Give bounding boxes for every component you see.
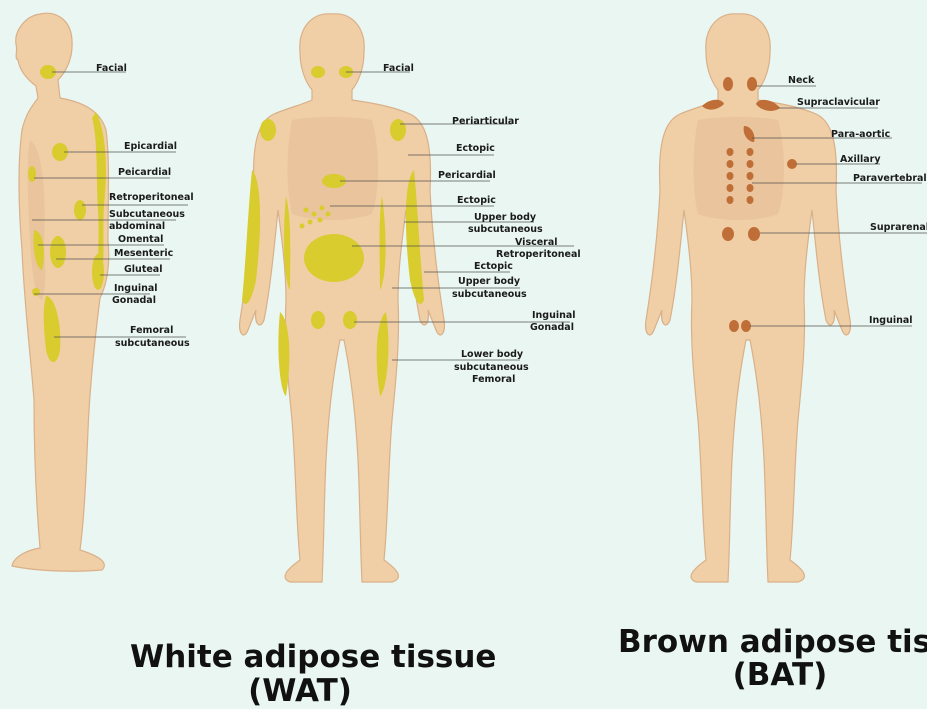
bat-fat-suprarenal-right bbox=[748, 227, 760, 241]
label-side-omental: Omental bbox=[118, 234, 163, 245]
label-side-abdominal: abdominal bbox=[109, 221, 165, 232]
label-wat-periarticular: Periarticular bbox=[452, 116, 519, 127]
label-bat-supraclavicular: Supraclavicular bbox=[797, 97, 880, 108]
label-side-inguinal: Inguinal bbox=[114, 283, 158, 294]
label-side-facial: Facial bbox=[96, 63, 127, 74]
label-side-pericardial: Peicardial bbox=[118, 167, 171, 178]
label-wat-ectopic-2: Ectopic bbox=[457, 195, 496, 206]
wat-fat-inguinal-right bbox=[343, 311, 357, 329]
bat-title-line1: Brown adipose tissu bbox=[618, 625, 927, 659]
label-bat-para-aortic: Para-aortic bbox=[831, 129, 890, 140]
label-wat-upper-body-2: Upper body bbox=[458, 276, 520, 287]
label-wat-ectopic-3: Ectopic bbox=[474, 261, 513, 272]
side-view-body bbox=[12, 13, 188, 571]
side-fat-pericardial bbox=[28, 166, 36, 182]
wat-fat-facial-left bbox=[311, 66, 325, 78]
bat-fat-neck-right bbox=[747, 77, 757, 91]
bat-fat-axillary bbox=[787, 159, 797, 169]
bat-fat-inguinal-left bbox=[729, 320, 739, 332]
wat-fat-periarticular-left bbox=[260, 119, 276, 141]
label-wat-subcutaneous-3: subcutaneous bbox=[454, 362, 529, 373]
bat-fat-inguinal-right bbox=[741, 320, 751, 332]
wat-fat-visceral bbox=[304, 234, 364, 282]
label-bat-inguinal: Inguinal bbox=[869, 315, 913, 326]
wat-title-line1: White adipose tissue bbox=[130, 640, 470, 674]
label-side-femoral-subcutaneous: subcutaneous bbox=[115, 338, 190, 349]
label-side-mesenteric: Mesenteric bbox=[114, 248, 173, 259]
label-wat-femoral: Femoral bbox=[472, 374, 515, 385]
label-side-femoral: Femoral bbox=[130, 325, 173, 336]
wat-title-line2: (WAT) bbox=[130, 674, 470, 708]
wat-fat-periarticular-right bbox=[390, 119, 406, 141]
label-side-gluteal: Gluteal bbox=[124, 264, 162, 275]
label-side-epicardial: Epicardial bbox=[124, 141, 177, 152]
label-wat-ectopic-1: Ectopic bbox=[456, 143, 495, 154]
label-wat-subcutaneous-1: subcutaneous bbox=[468, 224, 543, 235]
label-bat-paravertebral: Paravertebral bbox=[853, 173, 927, 184]
label-wat-facial: Facial bbox=[383, 63, 414, 74]
label-wat-gonadal: Gonadal bbox=[530, 322, 574, 333]
bat-fat-neck-left bbox=[723, 77, 733, 91]
label-side-subcutaneous: Subcutaneous bbox=[109, 209, 185, 220]
label-wat-visceral: Visceral bbox=[515, 237, 558, 248]
wat-torso-shade bbox=[288, 117, 379, 220]
side-fat-inguinal bbox=[32, 288, 40, 296]
label-wat-pericardial: Pericardial bbox=[438, 170, 496, 181]
label-bat-suprarenal: Suprarenal bbox=[870, 222, 927, 233]
bat-torso-shade bbox=[694, 117, 785, 220]
label-bat-neck: Neck bbox=[788, 75, 814, 86]
label-wat-lower-body: Lower body bbox=[461, 349, 523, 360]
label-side-retroperitoneal: Retroperitoneal bbox=[109, 192, 194, 203]
wat-fat-inguinal-left bbox=[311, 311, 325, 329]
label-wat-upper-body-1: Upper body bbox=[474, 212, 536, 223]
side-body-silhouette bbox=[12, 13, 109, 571]
label-wat-subcutaneous-2: subcutaneous bbox=[452, 289, 527, 300]
label-bat-axillary: Axillary bbox=[840, 154, 881, 165]
label-wat-retroperitoneal: Retroperitoneal bbox=[496, 249, 581, 260]
label-side-gonadal: Gonadal bbox=[112, 295, 156, 306]
side-fat-mesenteric bbox=[50, 236, 66, 268]
bat-front-body bbox=[646, 14, 927, 582]
bat-title-line2: (BAT) bbox=[700, 658, 860, 692]
wat-body-silhouette bbox=[240, 14, 445, 582]
label-wat-inguinal: Inguinal bbox=[532, 310, 576, 321]
side-fat-retroperitoneal bbox=[74, 200, 86, 220]
bat-fat-suprarenal-left bbox=[722, 227, 734, 241]
